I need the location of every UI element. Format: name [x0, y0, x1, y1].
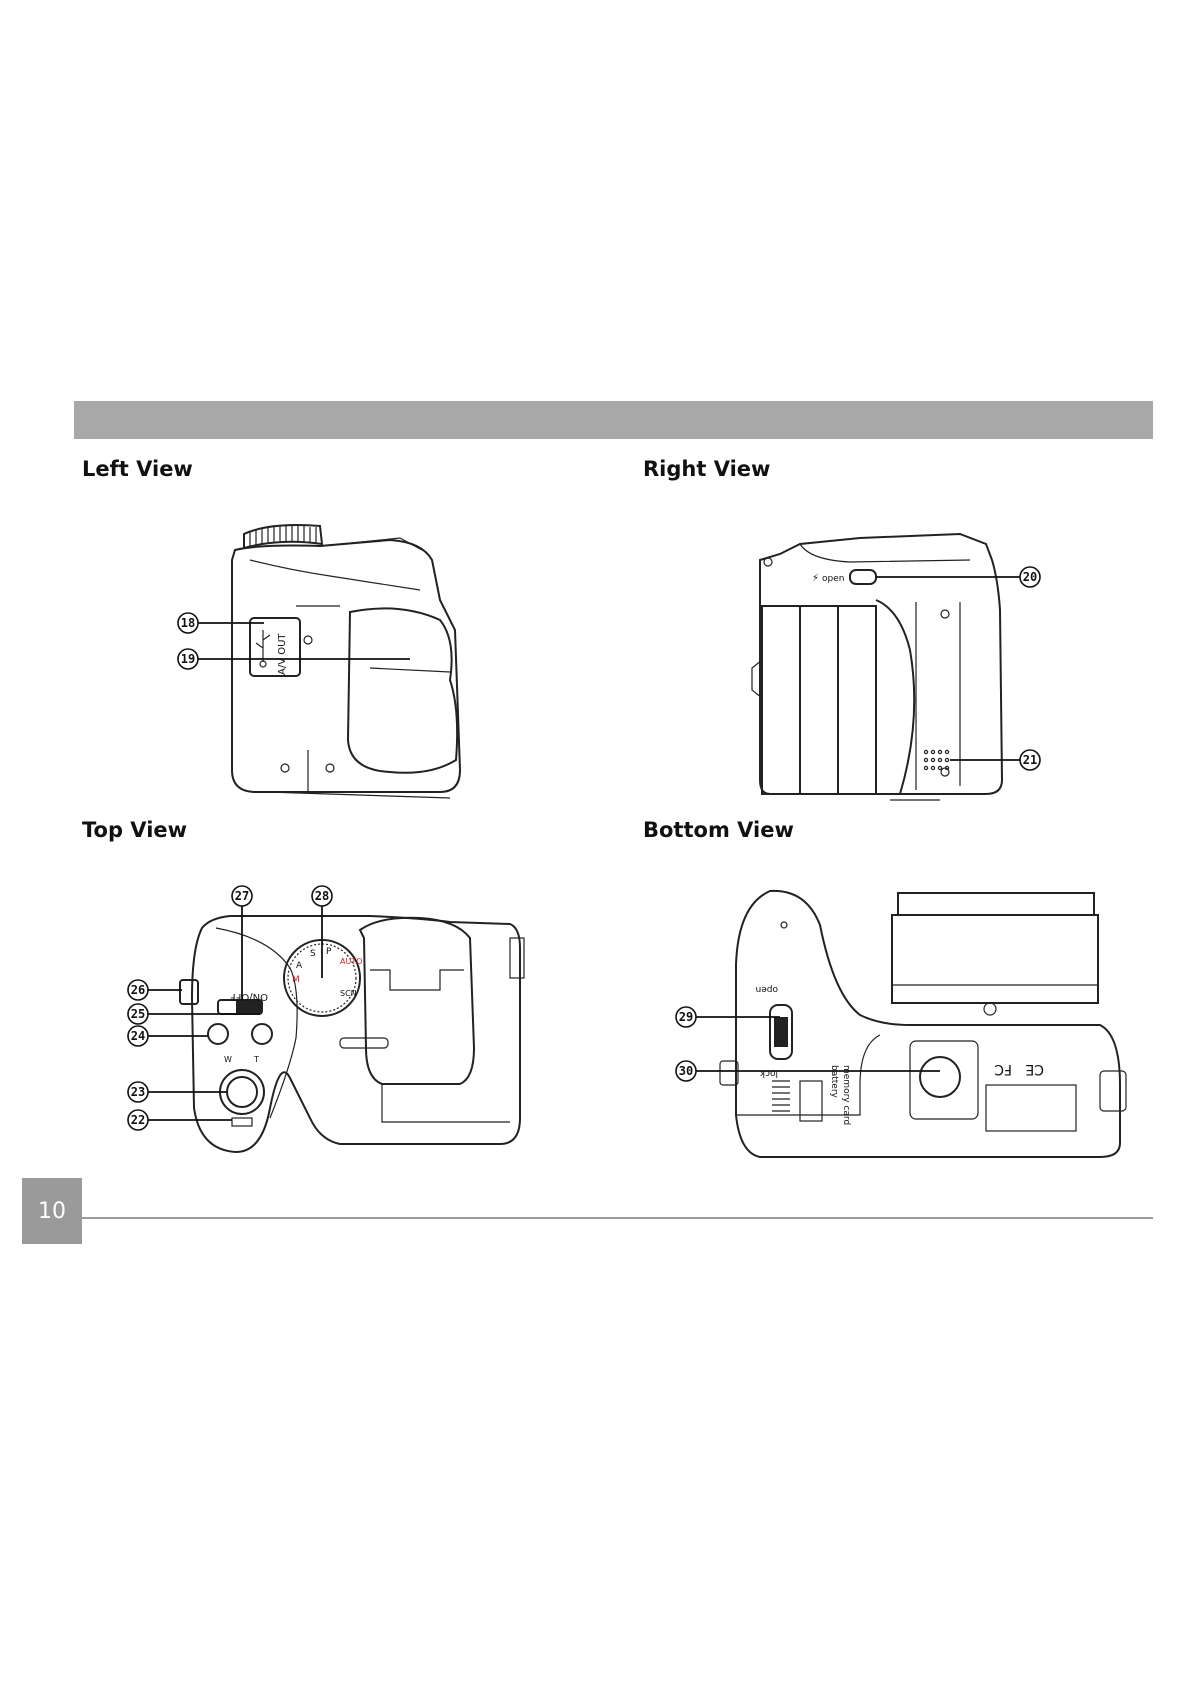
- svg-text:23: 23: [131, 1085, 145, 1099]
- svg-text:25: 25: [131, 1007, 145, 1021]
- svg-text:M: M: [292, 975, 300, 985]
- callout-29: 29: [676, 1007, 696, 1027]
- fc-mark: FC: [994, 1061, 1012, 1077]
- footer-rule: [82, 1217, 1153, 1219]
- svg-text:20: 20: [1023, 570, 1037, 584]
- battery-label: battery: [829, 1065, 839, 1099]
- page-number: 10: [22, 1178, 82, 1244]
- svg-text:30: 30: [679, 1064, 693, 1078]
- zoom-w-label: W: [224, 1055, 232, 1064]
- callout-26: 26: [128, 980, 148, 1000]
- callout-28: 28: [312, 886, 332, 906]
- av-out-label: A/V OUT: [277, 633, 288, 675]
- left-view-heading: Left View: [82, 457, 193, 481]
- callout-18: 18: [178, 613, 198, 633]
- svg-text:27: 27: [235, 889, 249, 903]
- mode-dial: S A P AUTO M SCN: [284, 940, 363, 1016]
- flash-icon: ⚡: [812, 573, 819, 584]
- svg-text:S: S: [310, 949, 316, 959]
- door-grip-ridges: [772, 1081, 790, 1111]
- top-view-illustration: ON/OFF S A P AUTO M SCN W T 26 25 24 23 …: [120, 878, 550, 1168]
- usb-icon: [256, 630, 270, 667]
- door-open-label: open: [756, 984, 778, 994]
- speaker-grille: [924, 750, 948, 769]
- svg-text:21: 21: [1023, 753, 1037, 767]
- section-banner: [74, 401, 1153, 439]
- memory-card-label: memory card: [841, 1065, 851, 1125]
- ce-mark: CE: [1025, 1061, 1044, 1077]
- callout-20: 20: [1020, 567, 1040, 587]
- callout-22: 22: [128, 1110, 148, 1130]
- callout-24: 24: [128, 1026, 148, 1046]
- door-lock-label: lock: [759, 1068, 778, 1078]
- svg-text:26: 26: [131, 983, 145, 997]
- right-view-illustration: open ⚡ 20 21: [740, 520, 1070, 810]
- svg-text:24: 24: [131, 1029, 145, 1043]
- bottom-view-illustration: open lock battery memory card FC CE 29 3…: [660, 885, 1130, 1175]
- callout-27: 27: [232, 886, 252, 906]
- svg-text:28: 28: [315, 889, 329, 903]
- callout-21: 21: [1020, 750, 1040, 770]
- svg-text:22: 22: [131, 1113, 145, 1127]
- svg-text:A: A: [296, 961, 303, 971]
- callout-23: 23: [128, 1082, 148, 1102]
- left-view-illustration: A/V OUT 18 19: [160, 520, 500, 810]
- callout-19: 19: [178, 649, 198, 669]
- svg-text:18: 18: [181, 616, 195, 630]
- svg-text:SCN: SCN: [340, 989, 357, 998]
- right-view-heading: Right View: [643, 457, 770, 481]
- svg-text:29: 29: [679, 1010, 693, 1024]
- callout-30: 30: [676, 1061, 696, 1081]
- zoom-t-label: T: [253, 1055, 259, 1064]
- flash-open-label: open: [822, 574, 844, 584]
- top-view-heading: Top View: [82, 818, 187, 842]
- svg-text:P: P: [326, 947, 332, 957]
- bottom-view-heading: Bottom View: [643, 818, 794, 842]
- callout-25: 25: [128, 1004, 148, 1024]
- on-off-label: ON/OFF: [230, 991, 268, 1002]
- svg-text:AUTO: AUTO: [340, 957, 363, 966]
- svg-text:19: 19: [181, 652, 195, 666]
